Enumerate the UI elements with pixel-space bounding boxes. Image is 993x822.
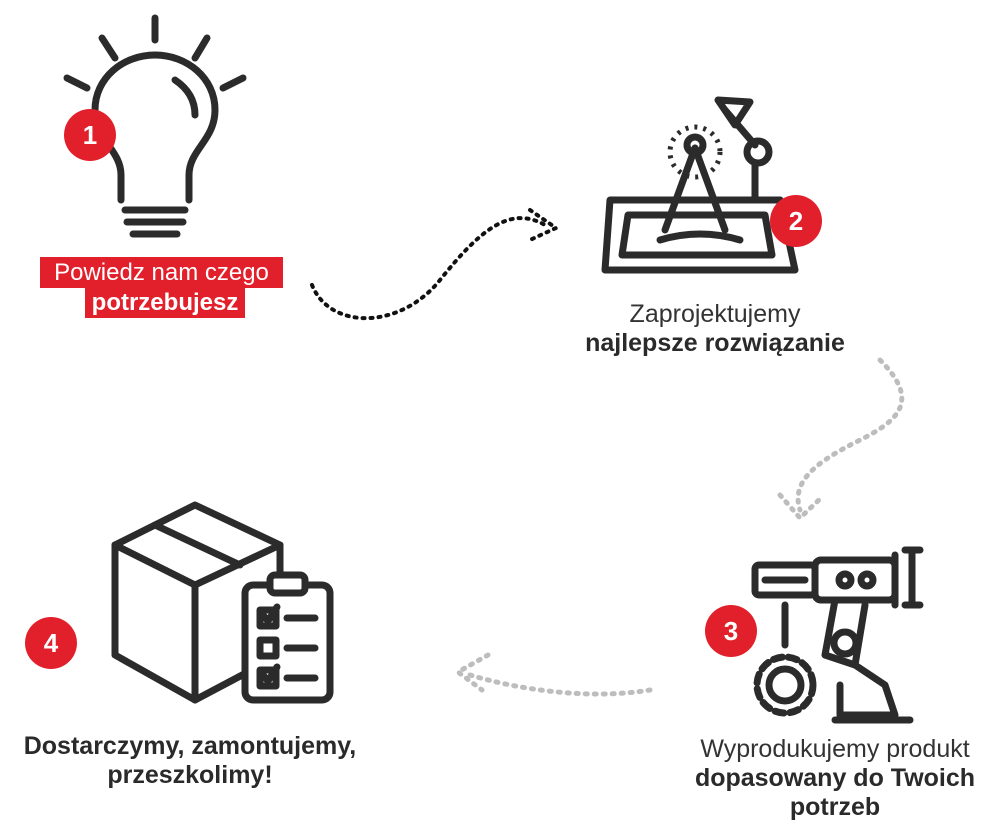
step-4-number: 4 (43, 627, 59, 658)
step-3-badge: 3 (705, 605, 757, 657)
arrow-step3-to-step4-head (453, 652, 491, 693)
step-2-label: Zaprojektujemy najlepsze rozwiązanie (560, 300, 870, 358)
arrow-step2-to-step3-head (777, 492, 825, 522)
step-2-text-bold: najlepsze rozwiązanie (585, 329, 845, 357)
robotic-arm-icon (751, 546, 924, 724)
arrow-step1-to-step2-head (528, 208, 561, 242)
step-1-text: Powiedz nam czego (47, 257, 276, 288)
step-3-text: Wyprodukujemy produkt (700, 735, 970, 763)
step-4-text-bold: Dostarczymy, zamontujemy, przeszkolimy! (23, 732, 357, 789)
arrow-step3-to-step4 (467, 672, 653, 697)
step-3-text-bold: dopasowany do Twoich potrzeb (694, 764, 976, 821)
step-3-label: Wyprodukujemy produkt dopasowany do Twoi… (680, 735, 990, 822)
step-1-label: Powiedz nam czego potrzebujesz (40, 257, 290, 318)
drafting-table-icon (601, 96, 799, 274)
step-4-badge: 4 (25, 617, 77, 669)
arrow-step2-to-step3 (795, 357, 905, 513)
step-4-label: Dostarczymy, zamontujemy, przeszkolimy! (20, 732, 360, 790)
step-1-text-bold: potrzebujesz (91, 289, 239, 316)
step-2-text: Zaprojektujemy (629, 300, 801, 328)
step-2-number: 2 (788, 205, 804, 236)
step-2-badge: 2 (770, 195, 822, 247)
step-1-number: 1 (82, 119, 98, 150)
step-3-number: 3 (723, 615, 739, 646)
arrow-step1-to-step2 (310, 216, 547, 321)
step-1-badge: 1 (64, 109, 116, 161)
box-checklist-icon (111, 501, 334, 704)
